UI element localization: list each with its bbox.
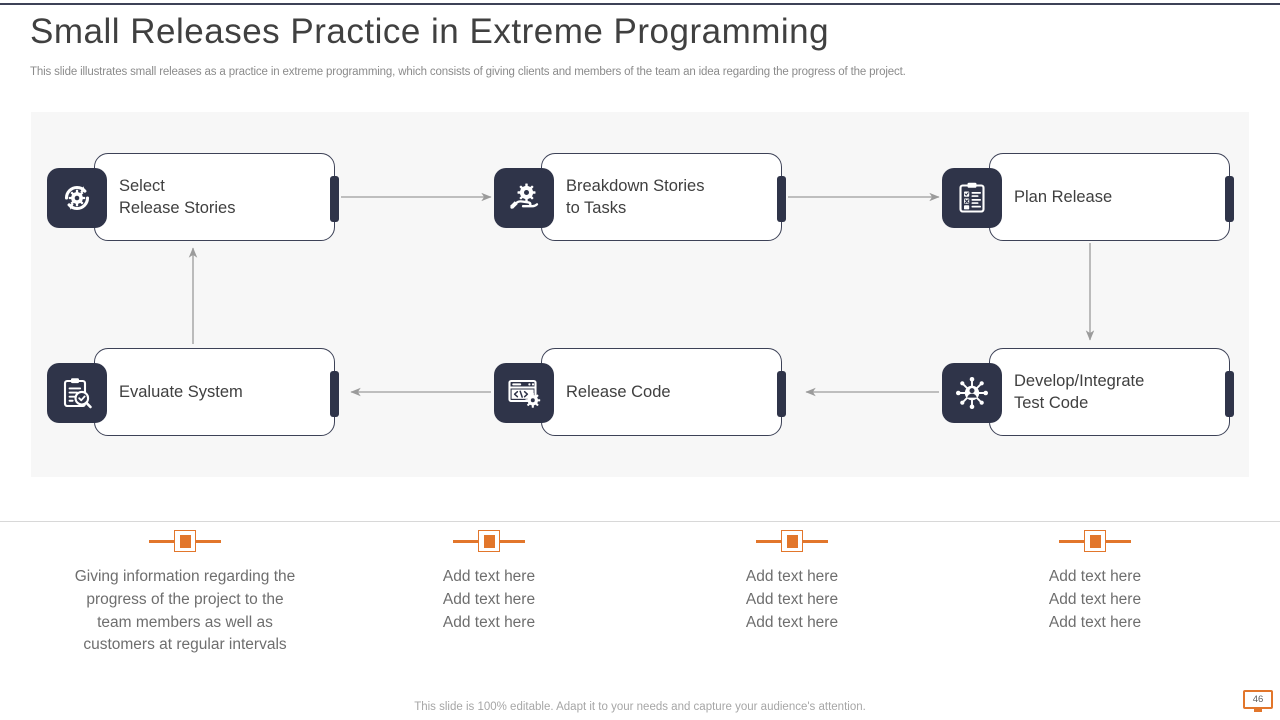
node-label: Develop/Integrate Test Code: [1014, 371, 1145, 412]
legend-column-4: Add text here Add text here Add text her…: [943, 530, 1247, 634]
node-label: Evaluate System: [119, 382, 243, 401]
orange-marker-icon: [943, 530, 1247, 552]
node-side-tab: [1225, 371, 1234, 417]
process-node-breakdown-stories-to-tasks[interactable]: Breakdown Stories to Tasks: [494, 153, 786, 241]
node-card: [541, 348, 786, 436]
monitor-icon: 46: [1243, 690, 1273, 709]
legend-column-1: Giving information regarding the progres…: [33, 530, 337, 657]
process-node-release-code[interactable]: Release Code: [494, 348, 786, 436]
legend-text: Add text here Add text here Add text her…: [442, 568, 536, 631]
node-side-tab: [330, 176, 339, 222]
network-hub-icon: [942, 363, 1002, 423]
top-accent-rule: [0, 3, 1280, 5]
monitor-stand: [1254, 709, 1262, 712]
orange-marker-icon: [33, 530, 337, 552]
legend-column-2: Add text here Add text here Add text her…: [337, 530, 641, 634]
process-node-develop-integrate-test-code[interactable]: Develop/Integrate Test Code: [942, 348, 1234, 436]
marker-box: [478, 530, 500, 552]
gear-refresh-icon: [47, 168, 107, 228]
code-window-gear-icon: [494, 363, 554, 423]
node-label: Plan Release: [1014, 187, 1113, 206]
node-card: [541, 153, 786, 241]
section-divider: [0, 521, 1280, 522]
clipboard-checklist-icon: [942, 168, 1002, 228]
node-side-tab: [777, 176, 786, 222]
process-node-select-release-stories[interactable]: Select Release Stories: [47, 153, 339, 241]
node-label: Breakdown Stories to Tasks: [566, 176, 705, 217]
orange-marker-icon: [337, 530, 641, 552]
node-card: [989, 348, 1234, 436]
orange-marker-icon: [640, 530, 944, 552]
node-label: Release Code: [566, 382, 671, 401]
process-node-evaluate-system[interactable]: Evaluate System: [47, 348, 339, 436]
process-node-plan-release[interactable]: Plan Release: [942, 153, 1234, 241]
node-side-tab: [1225, 176, 1234, 222]
marker-box: [174, 530, 196, 552]
node-card: [94, 348, 339, 436]
marker-box: [1084, 530, 1106, 552]
legend-text: Add text here Add text here Add text her…: [745, 568, 839, 631]
node-card: [989, 153, 1234, 241]
page-number-badge: 46: [1243, 690, 1273, 712]
legend-text: Giving information regarding the progres…: [74, 568, 296, 654]
node-label: Select Release Stories: [119, 176, 236, 217]
page-title: Small Releases Practice in Extreme Progr…: [30, 12, 830, 51]
legend-text: Add text here Add text here Add text her…: [1048, 568, 1142, 631]
legend-column-3: Add text here Add text here Add text her…: [640, 530, 944, 634]
node-side-tab: [330, 371, 339, 417]
hand-gear-icon: [494, 168, 554, 228]
clipboard-search-icon: [47, 363, 107, 423]
page-subtitle: This slide illustrates small releases as…: [30, 66, 906, 78]
diagram-panel: Select Release Stories: [31, 112, 1249, 477]
footer-note: This slide is 100% editable. Adapt it to…: [414, 701, 866, 713]
marker-box: [781, 530, 803, 552]
node-side-tab: [777, 371, 786, 417]
